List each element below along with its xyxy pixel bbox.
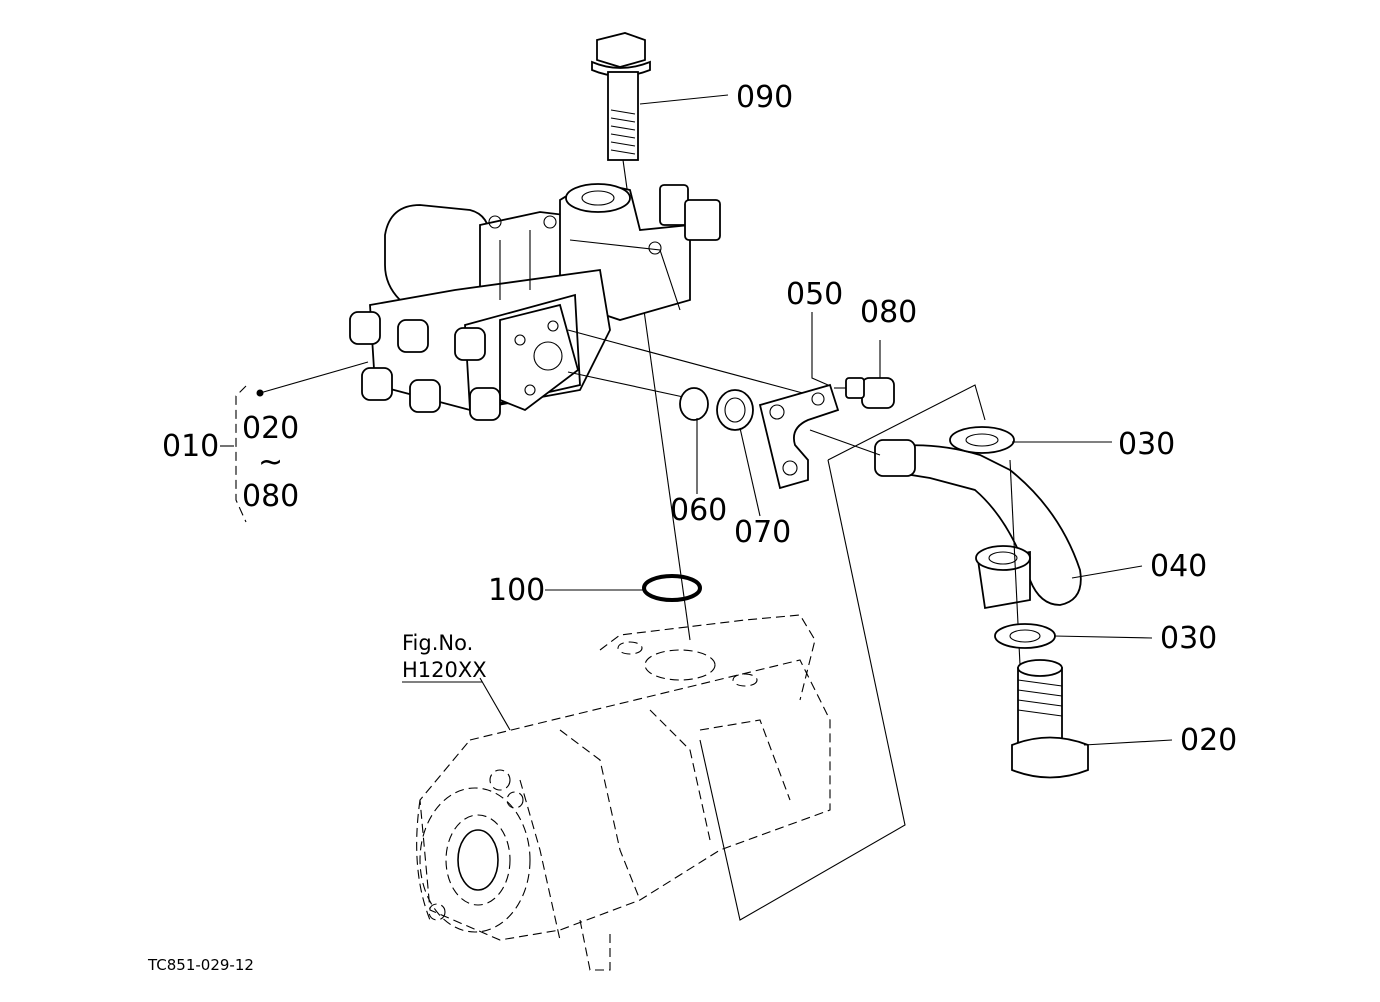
oring-060-drawing [679,387,709,421]
drawing-id: TC851-029-12 [147,956,254,974]
callout-080-plug: 080 [860,295,917,330]
assembly-line-bracket [567,329,811,396]
assembly-line-oring [567,371,689,399]
callout-090: 090 [736,80,793,115]
pipe-040-drawing [874,439,1082,610]
assembly-line-pipe [809,429,881,456]
callout-010: 010 [162,429,219,464]
figure-ref-label: Fig.No. [402,631,473,655]
callout-020-banjo: 020 [1180,723,1237,758]
figure-ref-number: H120XX [402,658,487,682]
callout-030-lower: 030 [1160,621,1217,656]
callout-080-range-end: 080 [242,479,299,514]
leader-dot-010 [256,389,264,397]
callout-030-upper: 030 [1118,427,1175,462]
callout-range-tilde: ~ [258,445,283,480]
oring-100-drawing [642,574,702,602]
valve-block-drawing [349,183,721,421]
assembly-box-upper [827,384,986,461]
bolt-090-drawing [591,32,651,161]
callout-050: 050 [786,277,843,312]
washer-030-upper-drawing [949,426,1015,454]
assembly-box-lower [699,459,906,921]
washer-030-lower-drawing [994,623,1056,649]
plug-080-drawing [834,377,895,409]
callout-040: 040 [1150,549,1207,584]
banjo-bolt-020-drawing [1011,659,1089,779]
callout-070: 070 [734,515,791,550]
leader-lines [220,94,1173,746]
group-bracket-010 [235,385,247,523]
bracket-050-drawing [758,383,840,490]
callout-020-range-start: 020 [242,411,299,446]
seal-070-drawing [716,389,754,431]
callout-100: 100 [488,573,545,608]
callout-060: 060 [670,493,727,528]
pump-reference-drawing [416,614,831,971]
